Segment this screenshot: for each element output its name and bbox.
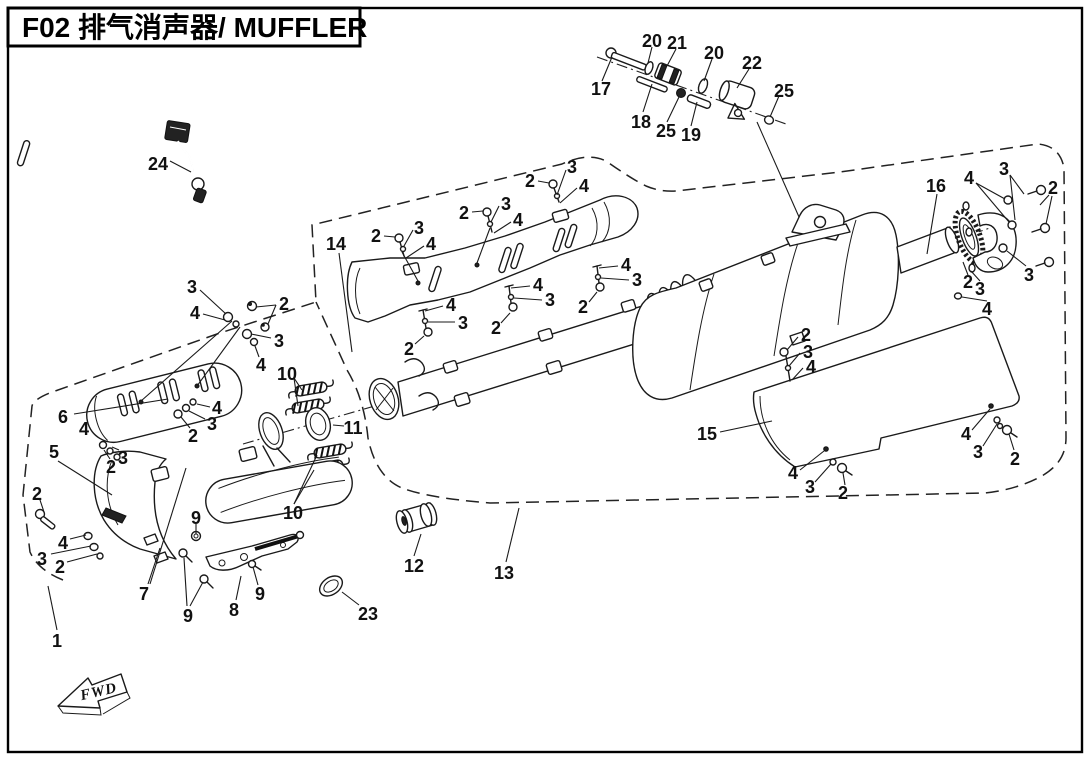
spacer-spool-12	[395, 502, 438, 534]
callout-4: 4	[58, 533, 68, 553]
callout-7: 7	[139, 584, 149, 604]
callout-3: 3	[187, 277, 197, 297]
callout-25: 25	[774, 81, 794, 101]
gasket-11	[304, 407, 332, 441]
title-block: F02 排气消声器/ MUFFLER	[6, 6, 367, 48]
callout-3: 3	[999, 159, 1009, 179]
callout-22: 22	[742, 53, 762, 73]
callout-1: 1	[52, 631, 62, 651]
callout-2: 2	[838, 483, 848, 503]
callout-4: 4	[621, 255, 631, 275]
fasteners	[34, 179, 1055, 589]
callout-3: 3	[567, 157, 577, 177]
callout-4: 4	[533, 275, 543, 295]
callout-3: 3	[1024, 265, 1034, 285]
callout-4: 4	[426, 234, 436, 254]
callout-17: 17	[591, 79, 611, 99]
callout-3: 3	[803, 342, 813, 362]
hanger-assembly	[605, 47, 775, 125]
callout-2: 2	[578, 297, 588, 317]
callout-2: 2	[801, 325, 811, 345]
callout-3: 3	[501, 194, 511, 214]
muffler-shield-15	[752, 316, 1020, 468]
muffler-body	[632, 203, 900, 401]
callout-2: 2	[371, 226, 381, 246]
callout-3: 3	[545, 290, 555, 310]
callout-3: 3	[274, 331, 284, 351]
callout-10: 10	[277, 364, 297, 384]
callout-3: 3	[414, 218, 424, 238]
callout-23: 23	[358, 604, 378, 624]
callout-20: 20	[642, 31, 662, 51]
callout-4: 4	[212, 398, 222, 418]
callout-4: 4	[579, 176, 589, 196]
phantom-outline	[22, 143, 1067, 581]
callout-2: 2	[963, 272, 973, 292]
front-pipe-catalyst	[150, 412, 353, 524]
callout-3: 3	[975, 279, 985, 299]
callout-4: 4	[79, 419, 89, 439]
callout-3: 3	[973, 442, 983, 462]
callout-4: 4	[190, 303, 200, 323]
tailpipe-and-elbow	[896, 208, 1017, 274]
callout-5: 5	[49, 442, 59, 462]
callout-16: 16	[926, 176, 946, 196]
callout-3: 3	[458, 313, 468, 333]
callout-6: 6	[58, 407, 68, 427]
callout-13: 13	[494, 563, 514, 583]
callout-2: 2	[1010, 449, 1020, 469]
callout-11: 11	[343, 418, 362, 438]
callout-4: 4	[961, 424, 971, 444]
front-heat-shield-6	[86, 362, 243, 444]
callout-4: 4	[513, 210, 523, 230]
callout-2: 2	[491, 318, 501, 338]
leader-lines	[39, 46, 1053, 631]
callout-3: 3	[805, 477, 815, 497]
callout-2: 2	[525, 171, 535, 191]
callout-10: 10	[283, 503, 303, 523]
callout-3: 3	[37, 549, 47, 569]
callout-4: 4	[964, 168, 974, 188]
callout-19: 19	[681, 125, 701, 145]
callout-18: 18	[631, 112, 651, 132]
callout-4: 4	[806, 357, 816, 377]
callout-21: 21	[667, 33, 687, 53]
callout-3: 3	[207, 414, 217, 434]
mount-bracket-8	[205, 530, 305, 571]
callout-25: 25	[656, 121, 676, 141]
callout-2: 2	[279, 294, 289, 314]
callout-9: 9	[183, 606, 193, 626]
callout-2: 2	[404, 339, 414, 359]
page-title: F02 排气消声器/ MUFFLER	[22, 12, 367, 43]
o-ring-23	[318, 575, 344, 597]
callout-2: 2	[188, 426, 198, 446]
callout-14: 14	[326, 234, 346, 254]
callout-2: 2	[106, 457, 116, 477]
callout-2: 2	[459, 203, 469, 223]
callout-4: 4	[982, 299, 992, 319]
callout-20: 20	[704, 43, 724, 63]
callout-3: 3	[118, 448, 128, 468]
mid-pipe	[368, 279, 732, 421]
callout-24: 24	[148, 154, 168, 174]
callout-12: 12	[404, 556, 424, 576]
callout-2: 2	[55, 557, 65, 577]
callout-9: 9	[191, 508, 201, 528]
callout-3: 3	[632, 270, 642, 290]
callout-4: 4	[446, 295, 456, 315]
callout-4: 4	[788, 463, 798, 483]
callout-9: 9	[255, 584, 265, 604]
heat-shield-14	[16, 140, 639, 323]
callout-8: 8	[229, 600, 239, 620]
callout-2: 2	[1048, 178, 1058, 198]
oxygen-sensor	[164, 120, 207, 204]
callout-15: 15	[697, 424, 717, 444]
callout-2: 2	[32, 484, 42, 504]
callout-4: 4	[256, 355, 266, 375]
